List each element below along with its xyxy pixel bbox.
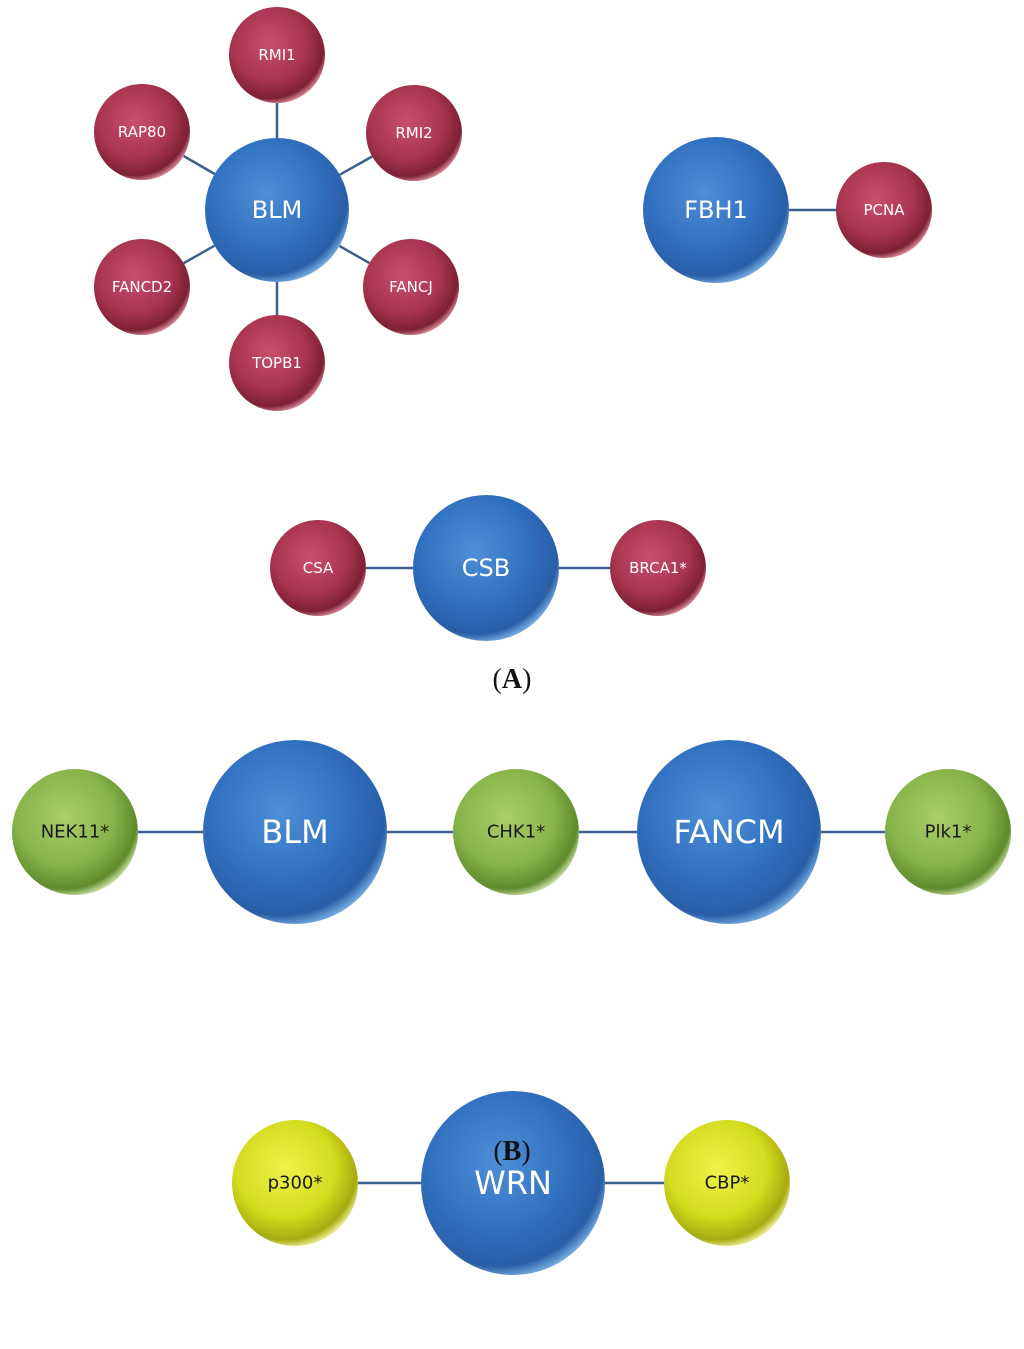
node-label-wrn: WRN bbox=[474, 1164, 552, 1202]
node-circle-rmi2 bbox=[366, 85, 462, 181]
node-label-brca1: BRCA1* bbox=[629, 559, 687, 577]
node-blm-a: BLM bbox=[205, 138, 349, 282]
panel-label-a: (A) bbox=[492, 664, 532, 695]
node-label-csb: CSB bbox=[462, 554, 510, 582]
node-circle-topb1 bbox=[229, 315, 325, 411]
node-fbh1: FBH1 bbox=[643, 137, 789, 283]
node-fancj: FANCJ bbox=[363, 239, 459, 335]
node-topb1: TOPB1 bbox=[229, 315, 325, 411]
edges-layer bbox=[138, 103, 885, 1185]
node-rmi1: RMI1 bbox=[229, 7, 325, 103]
node-cbp: CBP* bbox=[664, 1120, 790, 1246]
node-circle-fancd2 bbox=[94, 239, 190, 335]
node-circle-p300 bbox=[232, 1120, 358, 1246]
node-chk1: CHK1* bbox=[453, 769, 579, 895]
node-nek11: NEK11* bbox=[12, 769, 138, 895]
node-label-nek11: NEK11* bbox=[41, 822, 110, 843]
node-brca1: BRCA1* bbox=[610, 520, 706, 616]
node-label-topb1: TOPB1 bbox=[251, 354, 302, 372]
panel-label-b: (B) bbox=[493, 1136, 531, 1167]
node-blm-b: BLM bbox=[203, 740, 387, 924]
node-label-p300: p300* bbox=[268, 1173, 323, 1194]
node-circle-blm-a bbox=[205, 138, 349, 282]
node-label-rmi2: RMI2 bbox=[395, 124, 432, 142]
node-circle-csa bbox=[270, 520, 366, 616]
node-label-pcna: PCNA bbox=[863, 201, 905, 219]
node-fancd2: FANCD2 bbox=[94, 239, 190, 335]
node-fancm: FANCM bbox=[637, 740, 821, 924]
node-label-fancm: FANCM bbox=[673, 813, 784, 851]
node-circle-blm-b bbox=[203, 740, 387, 924]
node-circle-wrn bbox=[421, 1091, 605, 1275]
node-circle-nek11 bbox=[12, 769, 138, 895]
node-label-cbp: CBP* bbox=[705, 1173, 750, 1194]
node-circle-fancm bbox=[637, 740, 821, 924]
node-plk1: Plk1* bbox=[885, 769, 1011, 895]
node-label-blm-a: BLM bbox=[252, 196, 303, 224]
node-rap80: RAP80 bbox=[94, 84, 190, 180]
node-label-plk1: Plk1* bbox=[925, 822, 972, 843]
node-wrn: WRN bbox=[421, 1091, 605, 1275]
node-label-fbh1: FBH1 bbox=[684, 196, 748, 224]
node-csa: CSA bbox=[270, 520, 366, 616]
node-circle-brca1 bbox=[610, 520, 706, 616]
node-csb: CSB bbox=[413, 495, 559, 641]
node-label-chk1: CHK1* bbox=[487, 822, 545, 843]
node-label-rmi1: RMI1 bbox=[258, 46, 295, 64]
node-circle-chk1 bbox=[453, 769, 579, 895]
node-circle-pcna bbox=[836, 162, 932, 258]
node-label-fancd2: FANCD2 bbox=[112, 278, 172, 296]
node-label-csa: CSA bbox=[303, 559, 334, 577]
node-label-rap80: RAP80 bbox=[118, 123, 166, 141]
node-p300: p300* bbox=[232, 1120, 358, 1246]
edge-blm-a-fancj bbox=[338, 244, 371, 265]
node-circle-rap80 bbox=[94, 84, 190, 180]
node-circle-csb bbox=[413, 495, 559, 641]
node-circle-fbh1 bbox=[643, 137, 789, 283]
edge-blm-a-fancd2 bbox=[183, 244, 216, 265]
node-circle-fancj bbox=[363, 239, 459, 335]
node-pcna: PCNA bbox=[836, 162, 932, 258]
node-circle-cbp bbox=[664, 1120, 790, 1246]
node-label-fancj: FANCJ bbox=[389, 278, 433, 296]
node-label-blm-b: BLM bbox=[261, 813, 328, 851]
node-circle-rmi1 bbox=[229, 7, 325, 103]
edge-blm-a-rap80 bbox=[182, 154, 216, 176]
node-circle-plk1 bbox=[885, 769, 1011, 895]
node-rmi2: RMI2 bbox=[366, 85, 462, 181]
edge-blm-a-rmi2 bbox=[339, 155, 373, 176]
